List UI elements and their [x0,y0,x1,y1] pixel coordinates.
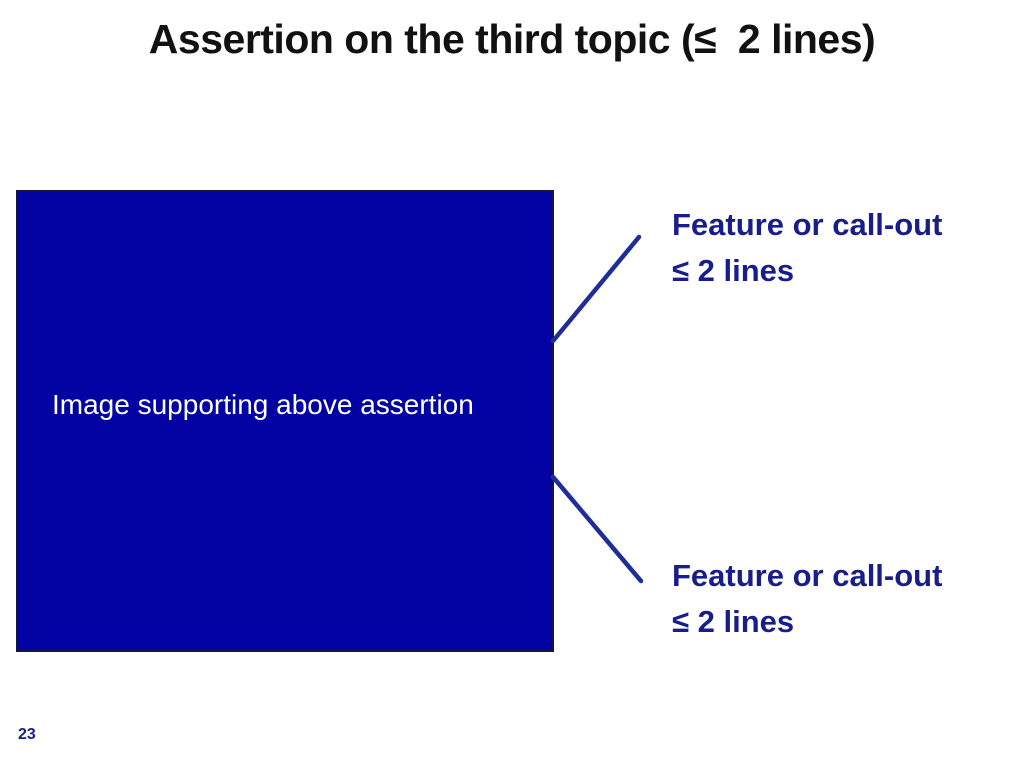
callout-top-line2: ≤ 2 lines [672,253,795,288]
callout-bottom-line1: Feature or call-out [672,558,943,593]
callout-bottom-line2: ≤ 2 lines [672,604,795,639]
image-placeholder-label: Image supporting above assertion [52,389,474,420]
image-placeholder-box: Image supporting above assertion [16,190,554,652]
connector-line-top [550,234,642,344]
callout-bottom: Feature or call-out ≤ 2 lines [672,553,1002,645]
page-number: 23 [18,726,36,743]
slide-title: Assertion on the third topic (≤ 2 lines) [148,16,876,62]
callout-top-line1: Feature or call-out [672,207,943,242]
callout-top: Feature or call-out ≤ 2 lines [672,202,1002,294]
connector-line-bottom [550,474,644,584]
